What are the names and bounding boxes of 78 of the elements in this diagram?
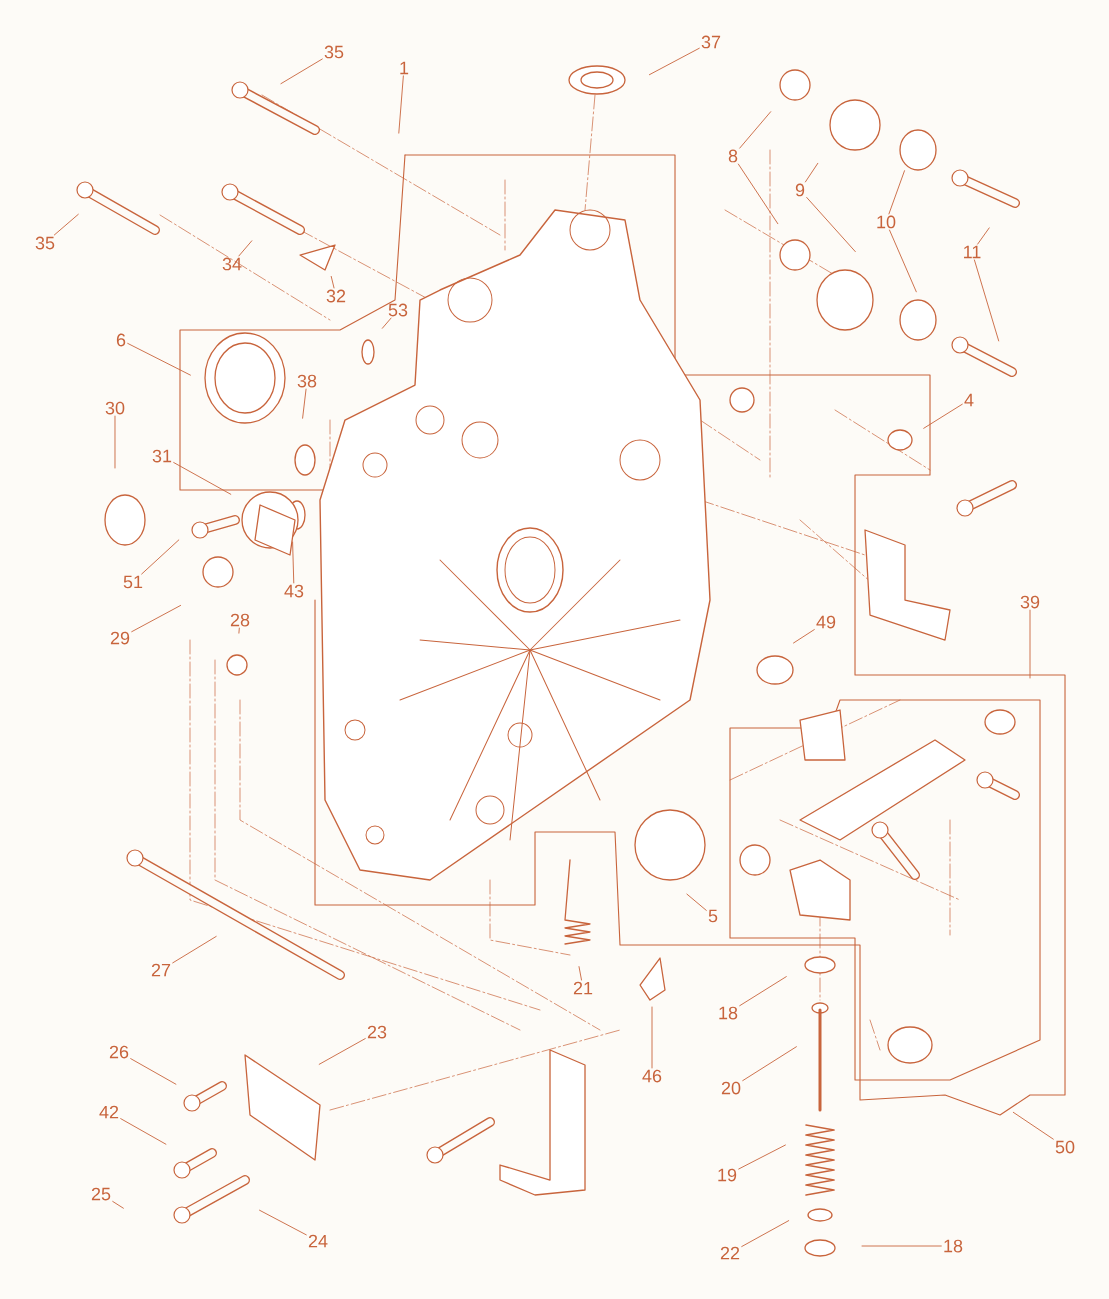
callout-number: 24 — [308, 1234, 328, 1248]
leader-line — [804, 162, 819, 183]
leader-line — [381, 317, 392, 329]
leader-line — [651, 1006, 653, 1069]
callout-number: 5 — [708, 909, 718, 923]
callout-number: 42 — [99, 1105, 119, 1119]
leader-line — [889, 229, 917, 293]
leader-line — [1029, 609, 1031, 679]
leader-line — [578, 966, 582, 981]
callout-number: 8 — [728, 149, 738, 163]
callout-number: 18 — [944, 1239, 963, 1253]
callout-number: 10 — [877, 215, 896, 229]
leader-line — [259, 1209, 307, 1236]
leader-line — [977, 227, 990, 245]
callout-number: 20 — [721, 1081, 741, 1095]
callout-number: 28 — [230, 613, 250, 627]
leader-line — [292, 541, 295, 584]
callout-number: 43 — [284, 584, 304, 598]
callout-number: 25 — [91, 1187, 111, 1201]
callout-number: 30 — [105, 401, 125, 415]
callout-number: 53 — [388, 303, 408, 317]
callout-number: 50 — [1055, 1140, 1075, 1154]
leader-line — [120, 1118, 167, 1145]
leader-line — [398, 75, 404, 134]
leader-line — [739, 111, 772, 149]
leader-line — [141, 539, 180, 575]
callout-number: 18 — [719, 1006, 738, 1020]
leader-line — [806, 197, 856, 253]
leader-line — [888, 170, 905, 215]
leader-line — [793, 629, 815, 644]
callout-number: 9 — [795, 183, 805, 197]
leader-line — [1012, 1111, 1054, 1140]
callout-number: 11 — [964, 245, 981, 259]
leader-line — [238, 627, 240, 634]
callout-number: 51 — [123, 575, 143, 589]
leader-line — [737, 163, 779, 225]
leader-line — [131, 604, 182, 633]
callout-number: 35 — [324, 45, 344, 59]
leader-line — [861, 1245, 942, 1247]
callout-number: 46 — [642, 1069, 662, 1083]
leader-line — [923, 403, 963, 429]
callout-number: 26 — [109, 1045, 129, 1059]
leader-line — [130, 1058, 177, 1085]
callout-number: 49 — [816, 615, 836, 629]
leader-line — [112, 1201, 124, 1209]
leader-line — [238, 240, 253, 257]
callout-number: 1 — [400, 61, 409, 75]
callout-number: 37 — [701, 35, 721, 49]
leader-line — [741, 1220, 790, 1247]
leader-line — [302, 388, 307, 419]
callout-number: 31 — [152, 449, 172, 463]
leader-line — [973, 259, 1000, 342]
callout-number: 29 — [110, 631, 130, 645]
callout-number: 22 — [720, 1246, 740, 1260]
leader-line — [318, 1038, 366, 1065]
callout-number: 35 — [35, 236, 55, 250]
callout-number: 27 — [151, 963, 171, 977]
leader-line — [114, 415, 116, 469]
leader-line — [739, 976, 787, 1007]
callout-number: 39 — [1020, 595, 1040, 609]
callout-number: 6 — [116, 333, 126, 347]
leader-line — [648, 47, 700, 76]
leader-line — [280, 58, 323, 85]
callout-number: 34 — [222, 257, 242, 271]
callout-number: 21 — [573, 981, 593, 995]
leader-line — [173, 462, 232, 495]
leader-line — [742, 1046, 797, 1082]
callout-number: 4 — [964, 393, 974, 407]
callout-number: 19 — [718, 1168, 737, 1182]
callout-number: 23 — [367, 1025, 387, 1039]
leader-line — [127, 342, 191, 376]
leader-line — [330, 275, 335, 289]
leader-line — [686, 893, 707, 911]
callout-number: 32 — [326, 289, 346, 303]
leader-line — [738, 1144, 786, 1170]
callout-number: 38 — [297, 374, 317, 388]
leader-line — [53, 213, 79, 236]
leader-line — [172, 935, 217, 964]
